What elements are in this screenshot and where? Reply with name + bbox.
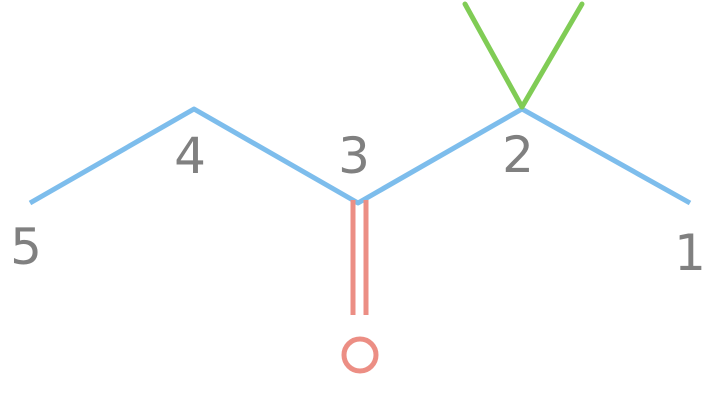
oxygen-atom <box>341 336 379 374</box>
carbon-label-4: 4 <box>174 127 206 185</box>
carbon-label-1: 1 <box>674 224 706 282</box>
carbon-chain-bonds <box>28 106 692 206</box>
carbon-label-2: 2 <box>502 126 534 184</box>
methyl-bond-right <box>519 1 585 110</box>
carbon-label-5: 5 <box>10 218 42 276</box>
carbon-label-3: 3 <box>338 127 370 185</box>
methyl-bond-left <box>462 1 525 110</box>
